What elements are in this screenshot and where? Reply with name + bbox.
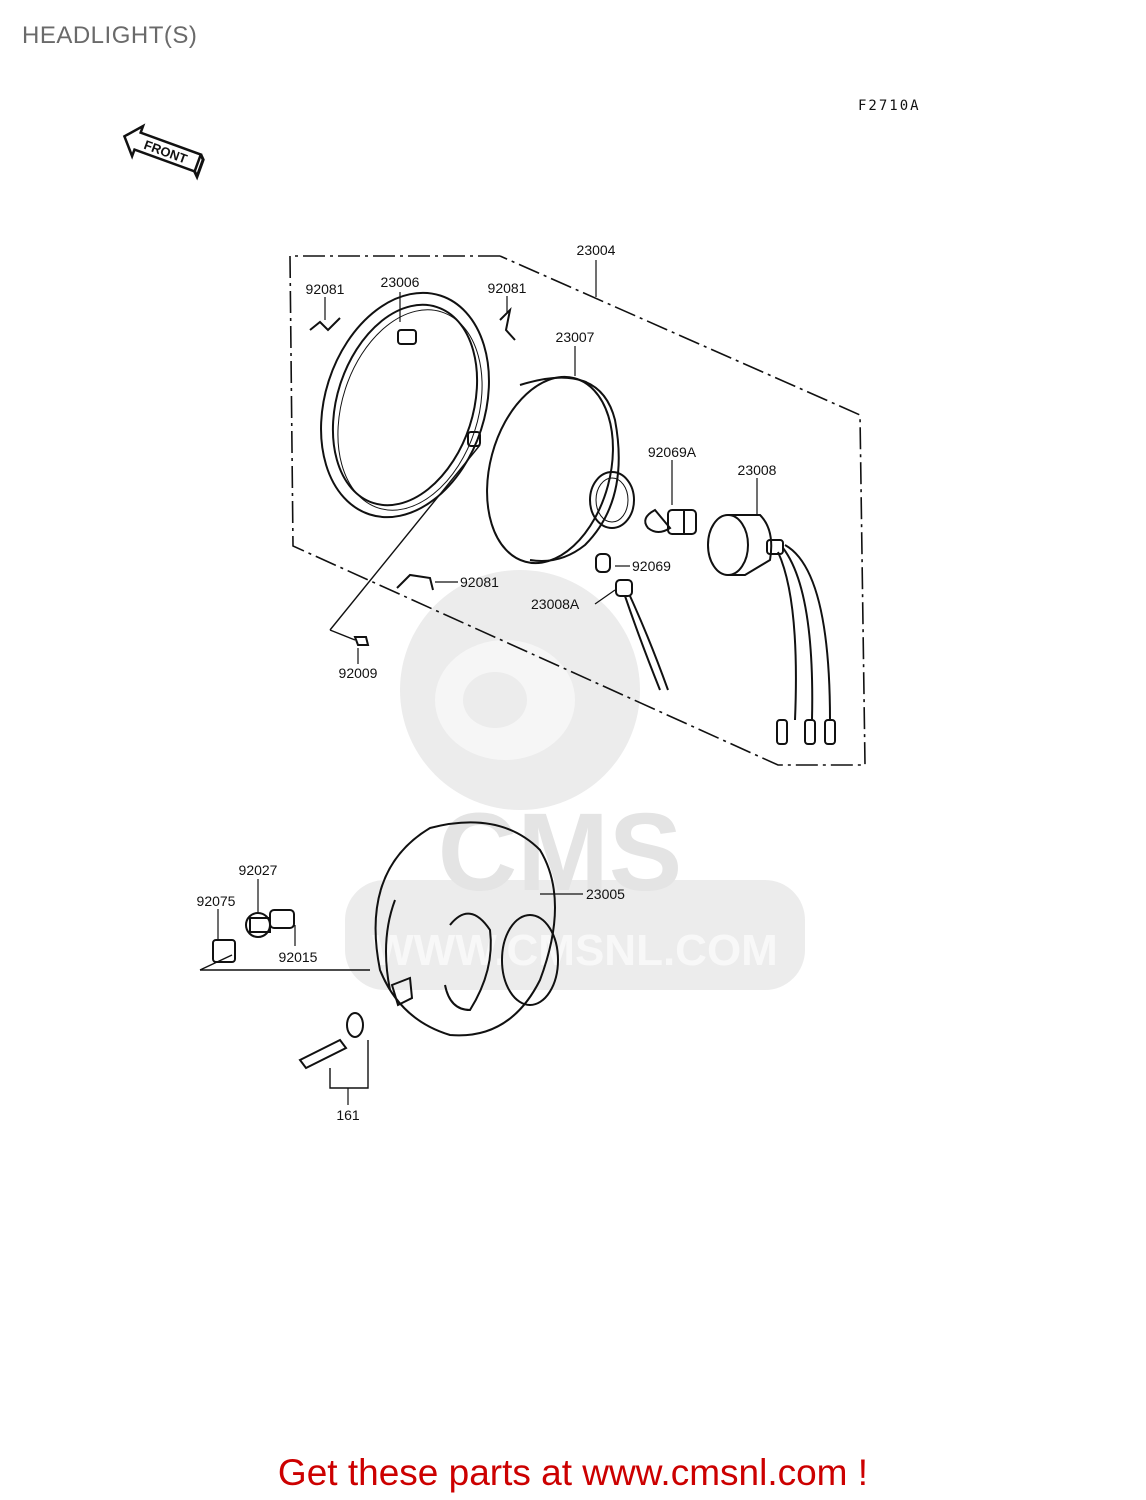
part-label-23007: 23007 [556,329,595,345]
page-title: HEADLIGHT(S) [22,22,198,49]
assembly-boundary [289,255,866,766]
part-label-23008A: 23008A [531,596,580,612]
part-label-161: 161 [336,1107,360,1123]
headlight-rim [320,291,490,519]
part-label-92009: 92009 [339,665,378,681]
headlight-unit [486,375,635,565]
part-label-23004: 23004 [577,242,616,258]
watermark-url: WWW.CMSNL.COM [372,926,778,975]
part-label-92015: 92015 [279,949,318,965]
part-label-92069A: 92069A [648,444,697,460]
mounting-hardware [199,909,370,1089]
figure-code: F2710A [858,98,921,114]
headlight-case [374,821,559,1037]
headlight-socket [707,514,836,745]
parts-diagram: CMS WWW.CMSNL.COM FRONT [122,123,866,1123]
part-label-92081-left: 92081 [306,281,345,297]
part-label-23008: 23008 [738,462,777,478]
screw-icon [329,444,481,646]
part-label-92069: 92069 [632,558,671,574]
pilot-lamp [595,553,669,691]
spring-clips [309,306,516,591]
part-labels: 23004 23006 92081 92081 92081 23007 9206… [197,242,777,1123]
part-label-23006: 23006 [381,274,420,290]
part-label-92075: 92075 [197,893,236,909]
part-label-23005: 23005 [586,886,625,902]
headlight-bulb-icon [644,508,697,535]
footer-link[interactable]: Get these parts at www.cmsnl.com ! [277,1452,869,1493]
part-label-92027: 92027 [239,862,278,878]
front-arrow-icon: FRONT [122,123,205,181]
leader-lines [217,260,758,1105]
watermark-brand: CMS [438,791,682,914]
watermark: CMS WWW.CMSNL.COM [345,570,805,990]
part-label-92081-lower: 92081 [460,574,499,590]
part-label-92081-right: 92081 [488,280,527,296]
